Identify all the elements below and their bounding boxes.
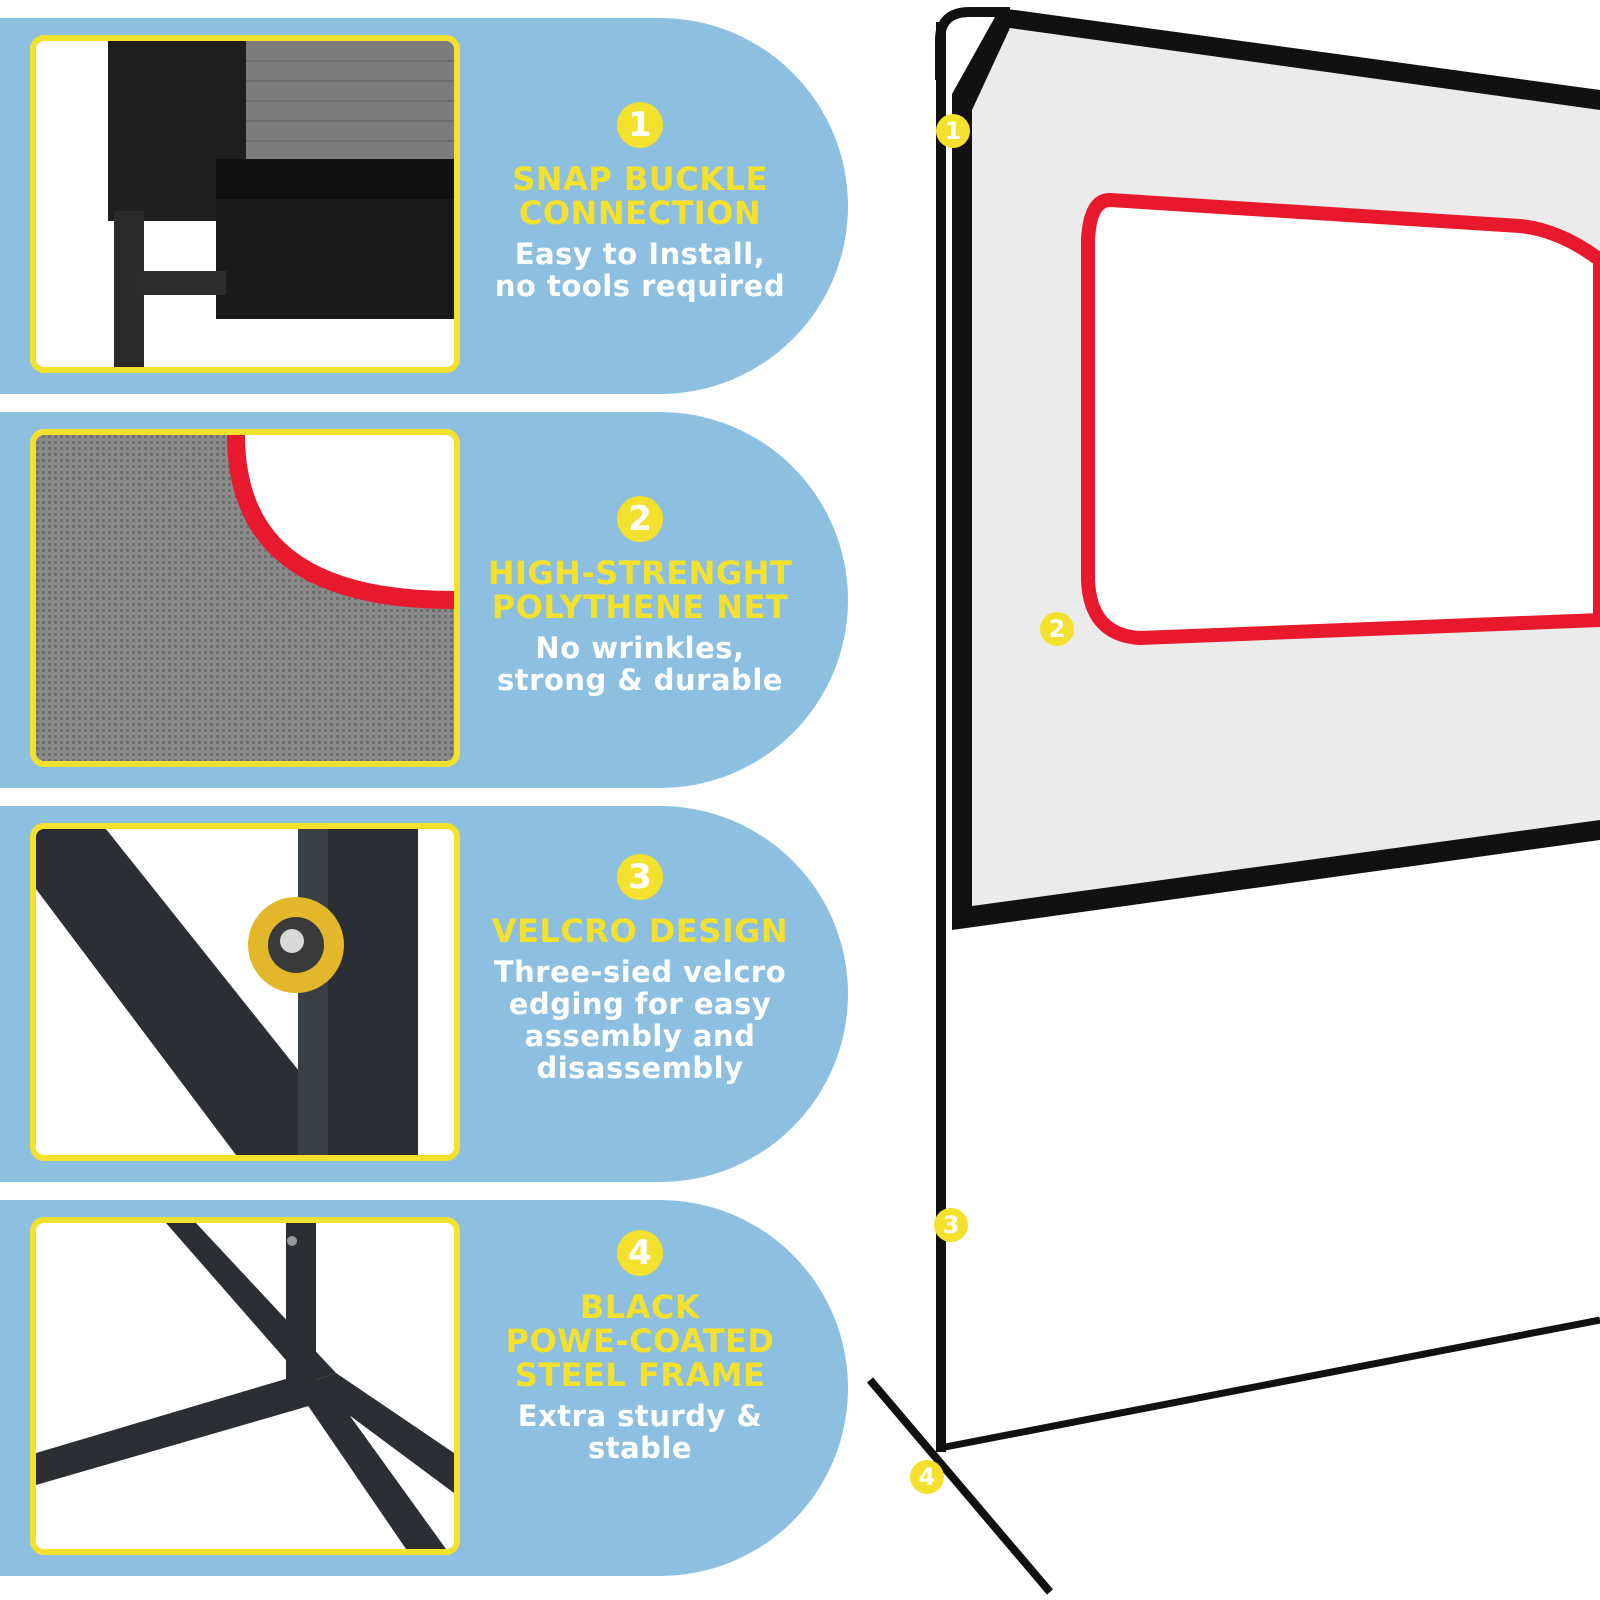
- feature-number-badge: 2: [617, 496, 663, 542]
- feature-number-badge: 4: [617, 1230, 663, 1276]
- frame-base-closeup-image: [30, 1217, 460, 1555]
- feature-number-badge: 1: [617, 102, 663, 148]
- feature-panel-3: 3 VELCRO DESIGN Three-sied velcro edging…: [0, 806, 848, 1182]
- feature-title: HIGH-STRENGHT POLYTHENE NET: [487, 554, 793, 626]
- frame-joint-closeup-image: [30, 823, 460, 1161]
- snap-buckle-closeup-image: [30, 35, 460, 373]
- product-net-frame-image: 1 2 3 4: [860, 0, 1600, 1600]
- feature-title: BLACK POWE-COATED STEEL FRAME: [505, 1288, 775, 1394]
- feature-description: Extra sturdy & stable: [517, 1399, 763, 1465]
- feature-number-badge: 3: [617, 854, 663, 900]
- feature-panel-1: 1 SNAP BUCKLE CONNECTION Easy to Install…: [0, 18, 848, 394]
- feature-description: Three-sied velcro edging for easy assemb…: [493, 955, 787, 1085]
- product-marker-2: 2: [1040, 612, 1074, 646]
- feature-description: Easy to Install, no tools required: [494, 237, 786, 303]
- feature-title: SNAP BUCKLE CONNECTION: [512, 160, 768, 232]
- product-marker-3: 3: [934, 1208, 968, 1242]
- net-mesh-closeup-image: [30, 429, 460, 767]
- feature-panel-2: 2 HIGH-STRENGHT POLYTHENE NET No wrinkle…: [0, 412, 848, 788]
- product-marker-1: 1: [936, 114, 970, 148]
- product-marker-4: 4: [910, 1460, 944, 1494]
- feature-description: No wrinkles, strong & durable: [497, 631, 783, 697]
- feature-panel-4: 4 BLACK POWE-COATED STEEL FRAME Extra st…: [0, 1200, 848, 1576]
- feature-title: VELCRO DESIGN: [491, 912, 789, 950]
